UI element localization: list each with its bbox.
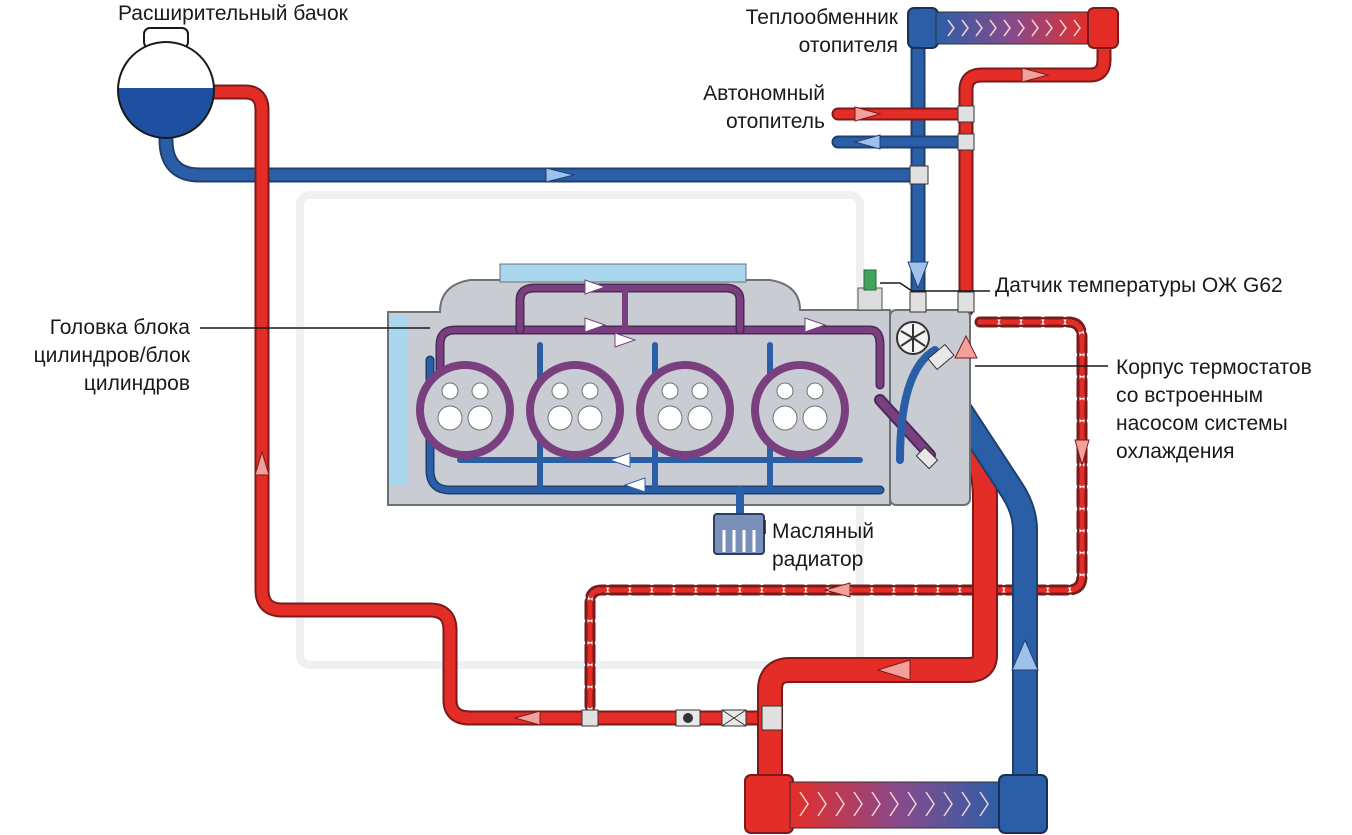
flow-arrow-icon [876, 659, 911, 681]
label-aux-heater: Автономный отопитель [703, 82, 825, 133]
flow-arrow-icon [907, 261, 929, 290]
thermostat-icon [927, 343, 955, 371]
pipe-junctions [581, 105, 975, 731]
main-radiator-icon [744, 774, 1048, 834]
flow-arrow-icon [954, 334, 978, 359]
flow-arrows [254, 67, 1090, 726]
flow-arrow-icon [584, 317, 607, 333]
flow-arrow-icon [254, 450, 270, 476]
flow-arrow-icon [1011, 638, 1039, 671]
flow-arrow-icon [804, 317, 827, 333]
label-thermostat-housing: Корпус термостатов со встроенным насосом… [1116, 356, 1312, 463]
flow-arrow-icon [1021, 67, 1050, 83]
expansion-tank-icon [117, 27, 215, 139]
flow-arrow-icon [823, 582, 851, 598]
temperature-sensor-icon [857, 269, 883, 311]
coolant-pump-icon [896, 321, 930, 355]
flow-arrow-icon [854, 106, 882, 122]
leader-lines [200, 282, 1108, 534]
cylinder-3 [636, 361, 734, 459]
label-oil-cooler: Масляный радиатор [772, 520, 874, 571]
label-expansion-tank: Расширительный бачок [118, 2, 348, 25]
engine-block [387, 263, 971, 555]
label-cylinder-head: Головка блока цилиндров/блок цилиндров [33, 316, 190, 395]
oil-cooler-icon [713, 513, 765, 555]
flow-arrow-icon [584, 279, 607, 295]
flow-arrow-icon [853, 134, 881, 150]
flow-arrow-icon [623, 477, 646, 493]
flow-arrow-icon [545, 167, 575, 183]
flow-arrow-icon [614, 332, 637, 348]
thermostat-icon [915, 446, 939, 470]
cylinder-2 [526, 361, 624, 459]
cylinder-4 [751, 361, 849, 459]
valve-icon [721, 709, 747, 727]
check-valve-icon [675, 709, 701, 727]
cylinder-1 [416, 361, 514, 459]
flow-arrow-icon [608, 452, 631, 468]
label-temp-sensor: Датчик температуры ОЖ G62 [995, 274, 1283, 297]
heater-core-icon [907, 7, 1119, 49]
flow-arrow-icon [513, 710, 541, 726]
flow-arrow-icon [1074, 439, 1090, 467]
label-heater-core: Теплообменник отопителя [745, 6, 898, 57]
